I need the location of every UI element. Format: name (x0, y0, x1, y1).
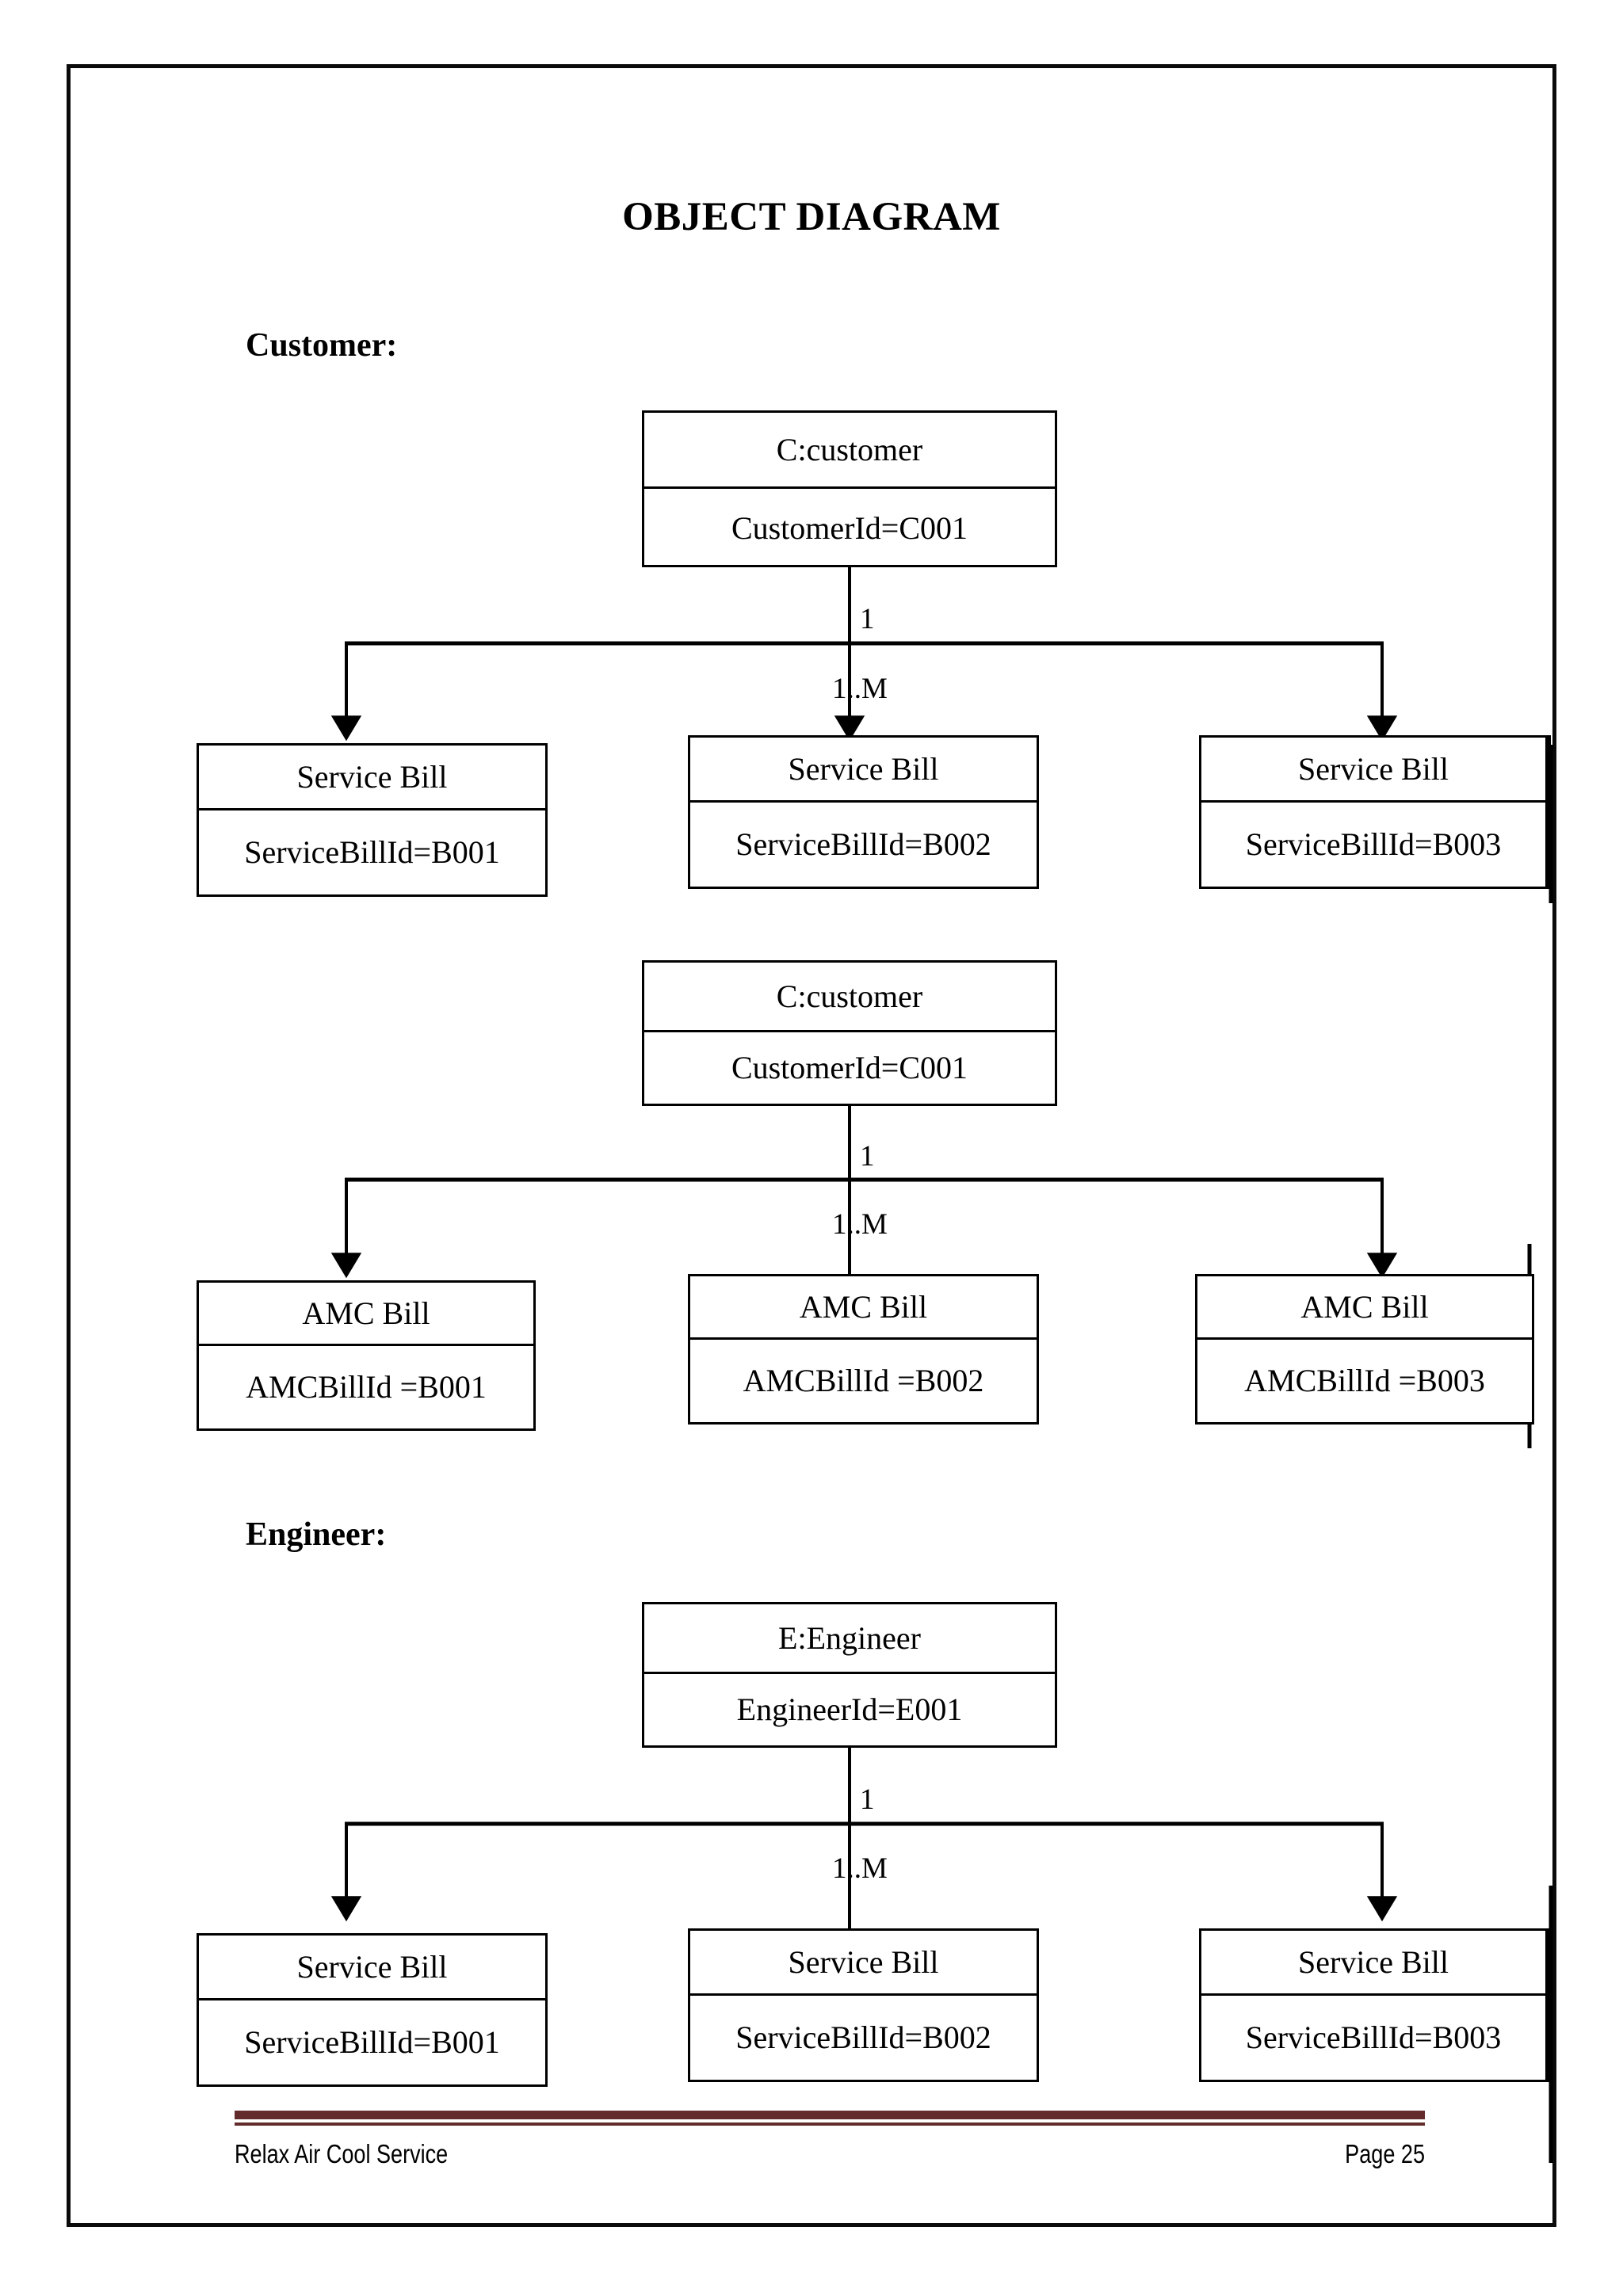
footer-page-number: Page 25 (1345, 2139, 1425, 2168)
object-box-amc-bill-1: AMC Bill AMCBillId =B001 (197, 1280, 536, 1431)
object-box-body: ServiceBillId=B002 (735, 826, 991, 862)
object-box-service-bill-1: Service Bill ServiceBillId=B001 (197, 743, 548, 897)
object-box-header: Service Bill (690, 738, 1037, 803)
object-box-header: Service Bill (690, 1931, 1037, 1996)
multiplicity-one-1: 1 (860, 603, 875, 635)
object-box-body: CustomerId=C001 (731, 1050, 968, 1085)
object-box-header: Service Bill (1201, 1931, 1545, 1996)
object-box-body: AMCBillId =B002 (743, 1363, 984, 1398)
object-box-body: AMCBillId =B001 (246, 1369, 487, 1405)
multiplicity-one-to-many-1: 1..M (832, 673, 888, 705)
object-box-header: AMC Bill (199, 1283, 533, 1346)
footer-divider-thick (235, 2111, 1425, 2119)
object-box-service-bill-3: Service Bill ServiceBillId=B003 (1199, 735, 1551, 889)
object-box-header: E:Engineer (644, 1604, 1055, 1674)
object-box-header: Service Bill (199, 746, 545, 810)
object-box-body: ServiceBillId=B001 (244, 834, 500, 870)
page-border (67, 64, 1556, 2227)
object-box-body: ServiceBillId=B001 (244, 2024, 500, 2060)
object-box-service-bill-2: Service Bill ServiceBillId=B002 (688, 735, 1039, 889)
object-box-engineer: E:Engineer EngineerId=E001 (642, 1602, 1057, 1748)
object-box-body: ServiceBillId=B002 (735, 2019, 991, 2055)
object-box-body: ServiceBillId=B003 (1245, 2019, 1502, 2055)
object-box-header: C:customer (644, 413, 1055, 489)
object-box-service-bill-5: Service Bill ServiceBillId=B002 (688, 1928, 1039, 2082)
section-label-engineer: Engineer: (246, 1516, 387, 1553)
multiplicity-one-3: 1 (860, 1783, 875, 1816)
footer-divider-thin (235, 2122, 1425, 2126)
object-box-body: CustomerId=C001 (731, 509, 968, 546)
object-box-header: AMC Bill (1197, 1276, 1532, 1340)
object-box-header: Service Bill (1201, 738, 1545, 803)
multiplicity-one-to-many-3: 1..M (832, 1852, 888, 1885)
section-label-customer: Customer: (246, 327, 398, 364)
page-title: OBJECT DIAGRAM (622, 195, 1001, 239)
object-box-body: EngineerId=E001 (736, 1691, 963, 1727)
multiplicity-one-2: 1 (860, 1140, 875, 1173)
object-box-body: AMCBillId =B003 (1244, 1363, 1485, 1398)
object-box-service-bill-4: Service Bill ServiceBillId=B001 (197, 1933, 548, 2087)
object-box-header: C:customer (644, 963, 1055, 1032)
multiplicity-one-to-many-2: 1..M (832, 1208, 888, 1241)
footer-left-text: Relax Air Cool Service (235, 2139, 449, 2168)
object-box-customer-1: C:customer CustomerId=C001 (642, 410, 1057, 567)
object-box-amc-bill-3: AMC Bill AMCBillId =B003 (1195, 1274, 1534, 1425)
object-box-header: Service Bill (199, 1936, 545, 2000)
object-box-amc-bill-2: AMC Bill AMCBillId =B002 (688, 1274, 1039, 1425)
object-box-body: ServiceBillId=B003 (1245, 826, 1502, 862)
object-box-service-bill-6: Service Bill ServiceBillId=B003 (1199, 1928, 1551, 2082)
footer-divider (235, 2111, 1425, 2126)
object-box-customer-2: C:customer CustomerId=C001 (642, 960, 1057, 1106)
object-box-header: AMC Bill (690, 1276, 1037, 1340)
